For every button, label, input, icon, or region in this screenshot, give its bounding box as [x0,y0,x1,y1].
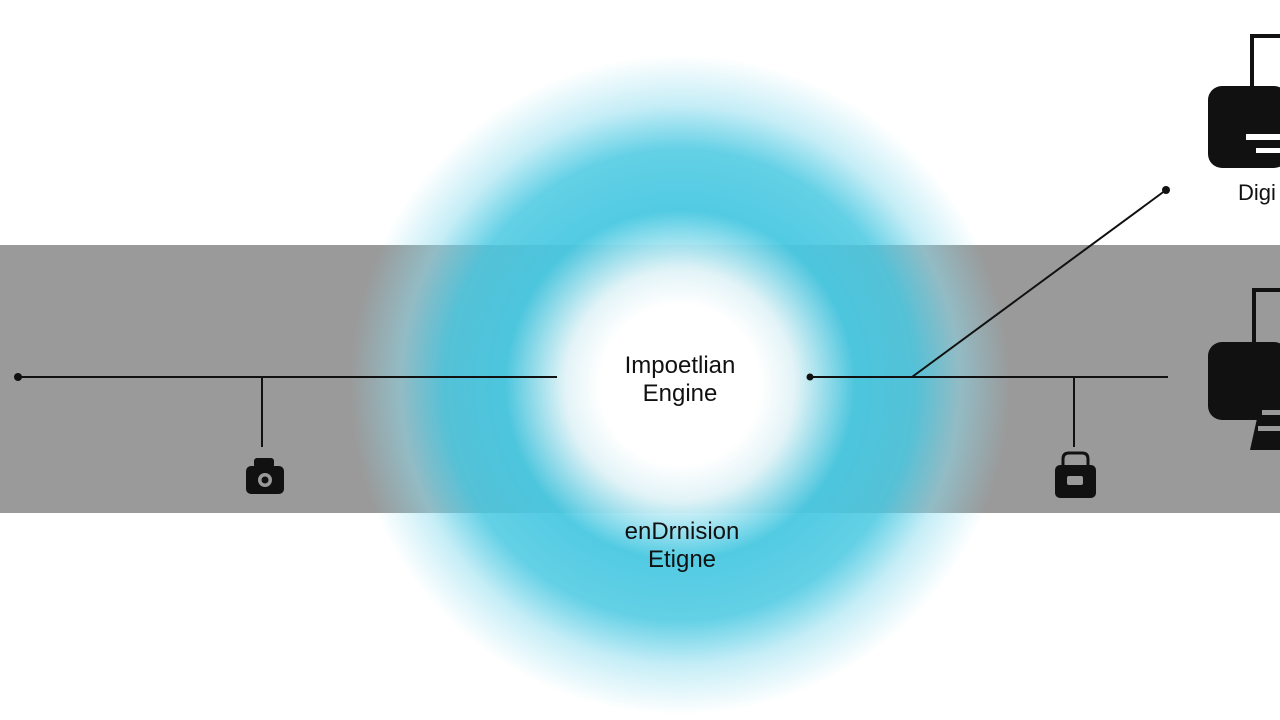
printer-icon [1208,34,1280,168]
right-bus-endpoint [806,373,814,381]
printer-icon [1208,288,1280,450]
diagonal-link-endpoint [1162,186,1170,194]
center-engine-line2: Engine [642,380,718,407]
camera-icon [246,458,284,494]
bag-icon [1055,451,1096,498]
center-engine-label: Impoetlian Engine [580,352,780,408]
lower-engine-label: enDrnision Etigne [582,518,782,574]
center-engine-line1: Impoetlian [624,352,736,379]
lower-engine-line1: enDrnision [624,518,740,545]
left-bus-endpoint [14,373,22,381]
top-device-label: Digi [1238,180,1276,205]
diagonal-link-line [911,189,1167,378]
lower-engine-line2: Etigne [647,546,717,573]
